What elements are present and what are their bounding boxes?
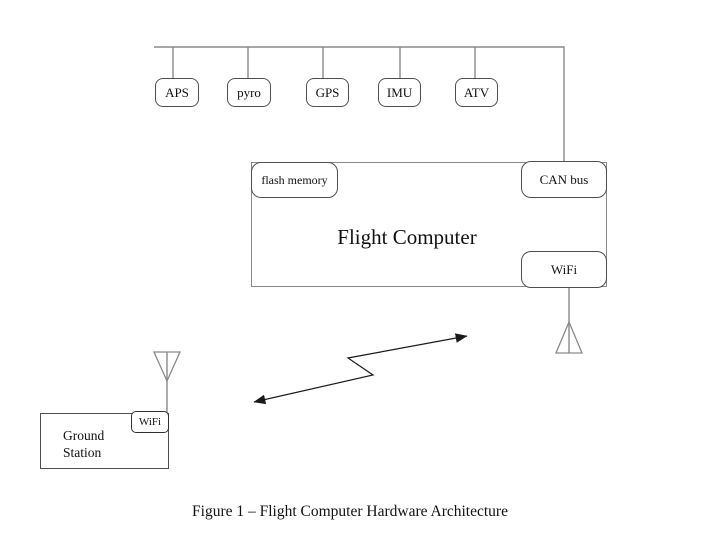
flight-antenna-icon [555, 287, 583, 354]
wireless-link-arrow [253, 333, 468, 405]
figure-caption: Figure 1 – Flight Computer Hardware Arch… [192, 503, 508, 520]
ground-wifi-label: WiFi [138, 415, 162, 428]
ground-station-label-line2: Station [63, 445, 102, 460]
device-label-imu: IMU [386, 85, 413, 100]
ground-station-label: Ground Station [63, 427, 104, 461]
ground-wifi-box: WiFi [131, 411, 169, 433]
device-label-aps: APS [165, 85, 189, 100]
flight-wifi-label: WiFi [550, 262, 578, 277]
flash-memory-box: flash memory [251, 162, 338, 198]
flight-computer-box [251, 162, 607, 287]
ground-antenna-icon [152, 351, 182, 414]
can-bus-label: CAN bus [539, 172, 589, 187]
device-label-pyro: pyro [237, 85, 261, 100]
bus-line [154, 46, 565, 163]
device-label-atv: ATV [463, 85, 490, 100]
device-box-gps: GPS [306, 78, 349, 107]
device-box-pyro: pyro [227, 78, 271, 107]
ground-station-label-line1: Ground [63, 428, 105, 443]
flight-wifi-box: WiFi [521, 251, 607, 288]
device-box-aps: APS [155, 78, 199, 107]
device-label-gps: GPS [315, 85, 340, 100]
device-box-atv: ATV [455, 78, 498, 107]
flash-memory-label: flash memory [261, 173, 328, 187]
device-box-imu: IMU [378, 78, 421, 107]
can-bus-box: CAN bus [521, 161, 607, 198]
flight-computer-title: Flight Computer [337, 224, 477, 249]
